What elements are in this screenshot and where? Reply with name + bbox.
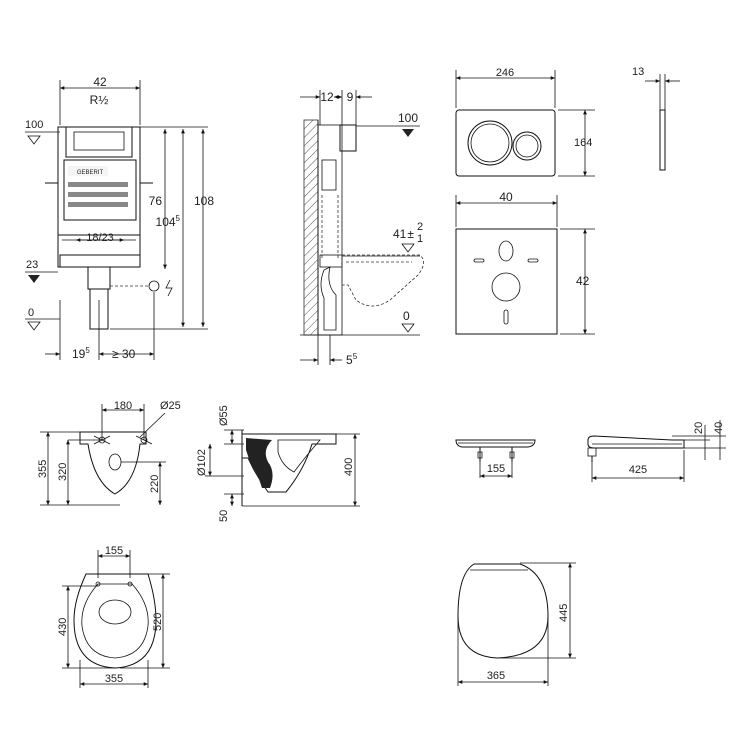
bowl-top-length-inner-label: 430 bbox=[57, 618, 69, 636]
side-tolerance-upper: 2 bbox=[417, 221, 423, 233]
bowl-inlet-diameter-label: Ø55 bbox=[218, 405, 230, 426]
bowl-side-shape bbox=[241, 433, 337, 493]
bowl-top-shape bbox=[73, 573, 157, 669]
frame-offset-left-sup: 5 bbox=[85, 346, 90, 355]
seat-hinge-spacing-label: 155 bbox=[487, 463, 505, 475]
bowl-top-view: 155 430 520 355 bbox=[57, 545, 170, 688]
seat-top-view: 445 365 bbox=[457, 562, 576, 686]
side-seat-height-label: 41 bbox=[393, 227, 407, 241]
flush-plate bbox=[455, 109, 556, 177]
installation-side-view: 12 9 100 41± 2 1 0 bbox=[300, 90, 424, 367]
frame-thread-label: R½ bbox=[90, 93, 109, 107]
seat-top-shape bbox=[457, 563, 549, 659]
frame-level-100-label: 100 bbox=[25, 119, 43, 131]
frame-spacing-label: 18/23 bbox=[86, 232, 114, 244]
frame-level-0-label: 0 bbox=[28, 307, 34, 319]
bowl-side-view: Ø55 Ø102 50 400 bbox=[196, 405, 360, 522]
flush-plate-width-label: 246 bbox=[496, 67, 514, 79]
side-level-0-label: 0 bbox=[403, 309, 410, 323]
frame-brand-logo: GEBERIT bbox=[77, 170, 104, 176]
svg-text:195: 195 bbox=[72, 346, 90, 361]
side-tolerance-sign: ± bbox=[407, 227, 414, 241]
seat-front-view: 155 bbox=[455, 439, 536, 478]
seat-front-shape bbox=[455, 439, 536, 448]
svg-text:41±: 41± bbox=[393, 227, 414, 241]
bowl-front-view: 180 Ø25 355 320 220 bbox=[37, 400, 181, 506]
bowl-front-shape bbox=[79, 431, 147, 495]
frame-level-23-label: 23 bbox=[26, 259, 38, 271]
side-level-100-label: 100 bbox=[398, 111, 418, 125]
bowl-bottom-offset-label: 50 bbox=[218, 510, 230, 522]
svg-text:1045: 1045 bbox=[156, 214, 181, 229]
frame-offset-right-label: ≥ 30 bbox=[112, 347, 136, 361]
seat-height-a-label: 20 bbox=[693, 422, 705, 434]
side-wall-offset-label: 5 bbox=[346, 353, 353, 367]
seat-top-length-label: 445 bbox=[558, 604, 570, 622]
frame-width-label: 42 bbox=[93, 75, 107, 89]
bowl-top-width-label: 355 bbox=[105, 673, 123, 685]
bowl-hole-spacing-label: 180 bbox=[114, 400, 132, 412]
bowl-height-holes-label: 320 bbox=[57, 463, 69, 481]
side-wall-offset-sup: 5 bbox=[353, 352, 358, 361]
seat-side-shape bbox=[587, 435, 685, 449]
bowl-outlet-diameter-label: Ø102 bbox=[196, 449, 208, 476]
flush-plate-thickness-label: 13 bbox=[632, 66, 644, 78]
side-depth-b-label: 9 bbox=[347, 90, 354, 104]
frame-offset-left-label: 19 bbox=[72, 347, 86, 361]
bowl-depth-label: 400 bbox=[343, 458, 355, 476]
side-tolerance-lower: 1 bbox=[417, 233, 423, 245]
cover-plate-view: 40 42 bbox=[455, 190, 595, 335]
frame-height-mid-sup: 5 bbox=[176, 214, 181, 223]
cover-plate-height-label: 42 bbox=[576, 274, 590, 288]
frame-height-upper-label: 76 bbox=[149, 194, 163, 208]
installation-frame-front-view: 42 R½ 100 GEBERIT 18/23 23 0 bbox=[25, 75, 214, 361]
seat-depth-label: 425 bbox=[629, 464, 647, 476]
seat-top-width-label: 365 bbox=[487, 670, 505, 682]
bowl-height-outlet-label: 220 bbox=[149, 475, 161, 493]
bowl-hole-diameter-label: Ø25 bbox=[160, 400, 181, 412]
seat-side-view: 425 20 40 bbox=[587, 420, 726, 482]
svg-text:55: 55 bbox=[346, 352, 358, 367]
flush-plate-height-label: 164 bbox=[574, 137, 592, 149]
frame-height-mid-label: 104 bbox=[156, 215, 176, 229]
bowl-top-hinge-spacing-label: 155 bbox=[105, 545, 123, 557]
bowl-top-length-outer-label: 520 bbox=[152, 613, 164, 631]
frame-height-total-label: 108 bbox=[194, 194, 214, 208]
bowl-height-total-label: 355 bbox=[37, 460, 49, 478]
seat-height-b-label: 40 bbox=[713, 422, 725, 434]
flush-plate-view: 246 164 13 bbox=[455, 66, 680, 177]
cover-plate-width-label: 40 bbox=[499, 190, 513, 204]
side-depth-a-label: 12 bbox=[320, 90, 334, 104]
cover-plate bbox=[455, 228, 558, 335]
